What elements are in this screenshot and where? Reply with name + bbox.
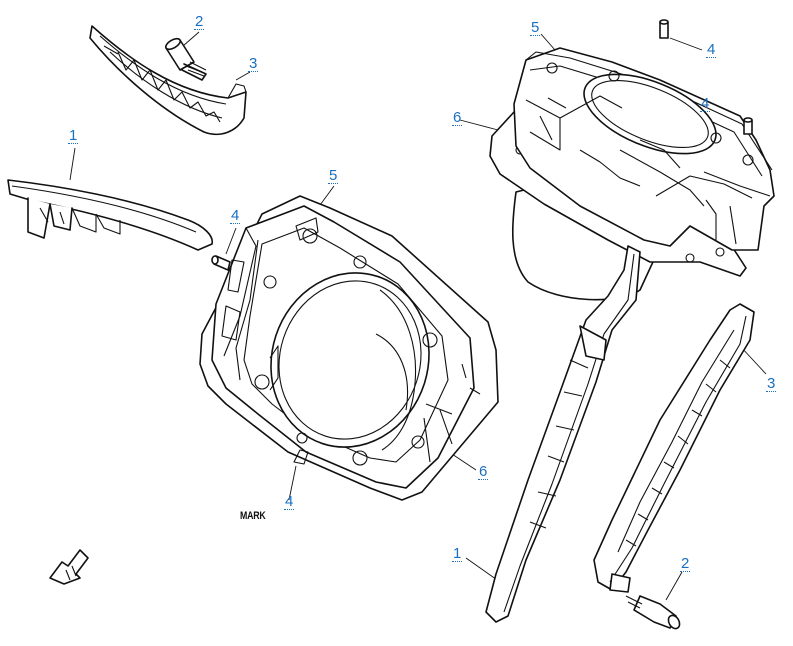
- cylinder-block-right: [489, 47, 775, 301]
- callout-1-right: 1: [452, 545, 463, 562]
- callout-3-right: 3: [766, 375, 777, 392]
- chain-tensioner-guide-top: [89, 25, 247, 136]
- callout-2-top: 2: [194, 13, 205, 30]
- tensioner-bolt-top: [164, 37, 207, 81]
- dowel-pin-top-right: [659, 19, 669, 39]
- dowel-pin-left: [211, 255, 231, 271]
- dowel-pin-right: [743, 117, 753, 135]
- cylinder-block-left: [211, 205, 481, 489]
- callout-1-left: 1: [68, 127, 79, 144]
- callout-6-right-flange: 6: [452, 109, 463, 126]
- callout-4-right: 4: [700, 95, 711, 112]
- callout-2-bottom: 2: [680, 555, 691, 572]
- chain-guide-left: [7, 179, 213, 251]
- callout-4-left-dowel: 4: [230, 207, 241, 224]
- callout-6-left-block: 6: [478, 463, 489, 480]
- callout-5-left-gasket: 5: [328, 167, 339, 184]
- callout-5-right: 5: [530, 19, 541, 36]
- mark-label: MARK: [240, 510, 266, 522]
- callout-3-top: 3: [248, 55, 259, 72]
- tensioner-bolt-bottom: [625, 595, 681, 630]
- front-direction-arrow-icon: [49, 549, 89, 585]
- callout-4-top-right: 4: [706, 41, 717, 58]
- chain-guide-right: [485, 245, 641, 623]
- chain-tensioner-guide-right: [593, 303, 755, 593]
- callout-4-mark: 4: [284, 493, 295, 510]
